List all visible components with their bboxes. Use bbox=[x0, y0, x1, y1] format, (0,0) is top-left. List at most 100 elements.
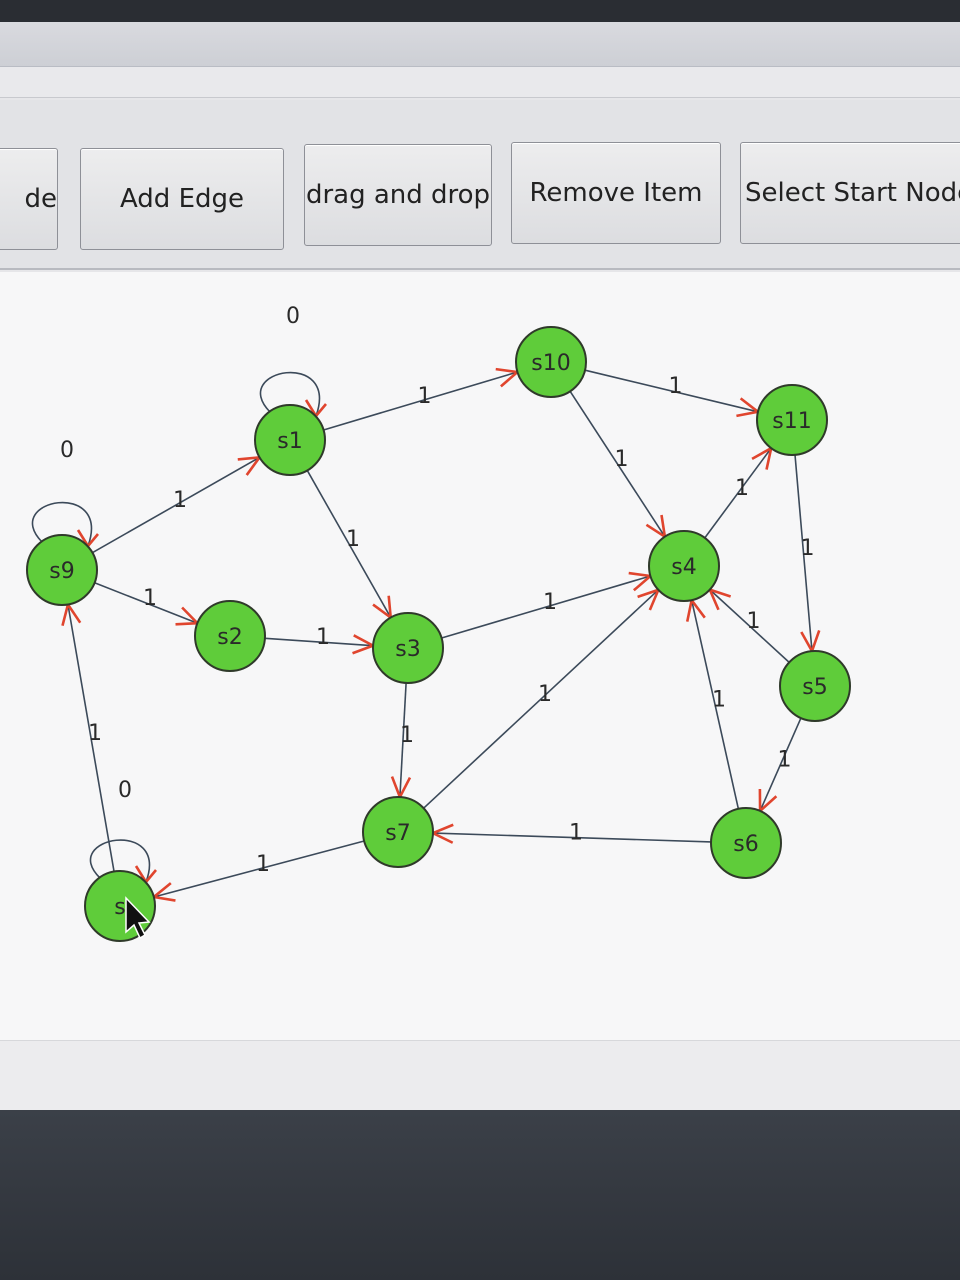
edge-label: 1 bbox=[615, 447, 629, 472]
node-label: s7 bbox=[385, 821, 410, 846]
toolbar: de Add Edge drag and drop Remove Item Se… bbox=[0, 100, 960, 270]
edge-label: 1 bbox=[88, 721, 102, 746]
edge-label: 1 bbox=[543, 590, 557, 615]
edge-label: 1 bbox=[735, 476, 749, 501]
edge-line bbox=[67, 604, 115, 872]
edge-label: 1 bbox=[256, 852, 270, 877]
edge-label: 1 bbox=[173, 488, 187, 513]
self-loop-s1[interactable]: 0 bbox=[259, 304, 327, 419]
edge-s3-s4[interactable]: 1 bbox=[441, 571, 654, 639]
loop-label: 0 bbox=[60, 438, 74, 463]
edge-s7-s4[interactable]: 1 bbox=[423, 587, 661, 809]
edge-s6-s7[interactable]: 1 bbox=[429, 821, 712, 846]
node-s6[interactable]: s6 bbox=[710, 807, 782, 879]
nodes-layer: s1 s2 s3 s4 s5 s6 s7 s s9 s10 s11 bbox=[26, 326, 851, 942]
select-start-node-button[interactable]: Select Start Node bbox=[740, 142, 960, 244]
node-circle bbox=[362, 796, 434, 868]
window-bottom-area bbox=[0, 1040, 960, 1121]
node-circle bbox=[254, 404, 326, 476]
loop-line bbox=[89, 839, 150, 883]
node-label: s10 bbox=[531, 351, 570, 376]
add-node-button[interactable]: de bbox=[0, 148, 58, 250]
loop-label: 0 bbox=[286, 304, 300, 329]
edge-label: 1 bbox=[400, 723, 414, 748]
edge-line bbox=[709, 589, 790, 663]
select-start-node-button-label: Select Start Node bbox=[745, 178, 960, 208]
loop-line bbox=[31, 501, 92, 547]
self-loops-layer: 0 0 0 bbox=[31, 304, 327, 885]
screen-bezel-top bbox=[0, 0, 960, 22]
edge-s6-s4[interactable]: 1 bbox=[685, 597, 740, 810]
edge-label: 1 bbox=[346, 527, 360, 552]
edge-line bbox=[432, 832, 712, 843]
edge-label: 1 bbox=[569, 821, 583, 846]
edge-line bbox=[690, 599, 740, 810]
node-s8[interactable]: s bbox=[84, 870, 156, 942]
edge-s1-s10[interactable]: 1 bbox=[323, 367, 521, 431]
node-label: s1 bbox=[277, 429, 302, 454]
node-s11[interactable]: s11 bbox=[756, 384, 828, 456]
node-s4[interactable]: s4 bbox=[648, 530, 720, 602]
node-s10[interactable]: s10 bbox=[515, 326, 587, 398]
remove-item-button-label: Remove Item bbox=[529, 178, 703, 208]
node-label: s9 bbox=[49, 559, 74, 584]
add-edge-button-label: Add Edge bbox=[119, 184, 245, 214]
edge-s10-s11[interactable]: 1 bbox=[584, 369, 762, 418]
edge-s9-s2[interactable]: 1 bbox=[94, 582, 201, 626]
arrowhead-icon bbox=[645, 514, 667, 540]
remove-item-button[interactable]: Remove Item bbox=[511, 142, 721, 244]
edge-s3-s7[interactable]: 1 bbox=[390, 682, 414, 801]
menu-bar bbox=[0, 67, 960, 98]
node-label: s2 bbox=[217, 625, 242, 650]
node-s7[interactable]: s7 bbox=[362, 796, 434, 868]
edge-line bbox=[794, 454, 813, 652]
self-loop-s9[interactable]: 0 bbox=[31, 438, 99, 549]
edge-s5-s6[interactable]: 1 bbox=[758, 717, 802, 814]
edge-line bbox=[399, 682, 407, 798]
loop-label: 0 bbox=[118, 778, 132, 803]
edge-label: 1 bbox=[712, 688, 726, 713]
edge-line bbox=[441, 575, 651, 639]
edge-label: 1 bbox=[418, 384, 432, 409]
edge-s7-s8[interactable]: 1 bbox=[150, 840, 365, 902]
node-label: s6 bbox=[733, 832, 758, 857]
node-label: s4 bbox=[671, 555, 696, 580]
edge-s9-s1[interactable]: 1 bbox=[92, 455, 263, 554]
node-s9[interactable]: s9 bbox=[26, 534, 98, 606]
node-label: s5 bbox=[802, 675, 827, 700]
edge-s2-s3[interactable]: 1 bbox=[264, 625, 377, 655]
add-edge-button[interactable]: Add Edge bbox=[80, 148, 284, 250]
node-circle bbox=[515, 326, 587, 398]
edge-s10-s4[interactable]: 1 bbox=[569, 390, 667, 540]
edge-line bbox=[94, 582, 198, 624]
edge-line bbox=[323, 371, 518, 431]
node-circle bbox=[756, 384, 828, 456]
drag-and-drop-button[interactable]: drag and drop bbox=[304, 144, 492, 246]
node-circle bbox=[710, 807, 782, 879]
title-bar bbox=[0, 22, 960, 67]
node-circle bbox=[648, 530, 720, 602]
node-s1[interactable]: s1 bbox=[254, 404, 326, 476]
arrowhead-icon bbox=[237, 455, 263, 476]
edge-line bbox=[423, 589, 659, 809]
edge-line bbox=[569, 390, 666, 538]
edge-s5-s4[interactable]: 1 bbox=[707, 587, 790, 663]
node-circle bbox=[26, 534, 98, 606]
node-circle bbox=[194, 600, 266, 672]
node-label: s bbox=[114, 895, 125, 920]
edge-label: 1 bbox=[747, 609, 761, 634]
node-s2[interactable]: s2 bbox=[194, 600, 266, 672]
edge-line bbox=[759, 717, 802, 812]
node-s5[interactable]: s5 bbox=[779, 650, 851, 722]
edge-s4-s11[interactable]: 1 bbox=[704, 445, 774, 539]
edge-label: 1 bbox=[669, 374, 683, 399]
edge-label: 1 bbox=[538, 682, 552, 707]
node-circle bbox=[372, 612, 444, 684]
edge-line bbox=[264, 637, 374, 647]
node-circle bbox=[779, 650, 851, 722]
node-s3[interactable]: s3 bbox=[372, 612, 444, 684]
edge-s1-s3[interactable]: 1 bbox=[306, 470, 393, 621]
edge-s8-s9[interactable]: 1 bbox=[61, 601, 115, 872]
edge-s11-s5[interactable]: 1 bbox=[794, 454, 821, 655]
